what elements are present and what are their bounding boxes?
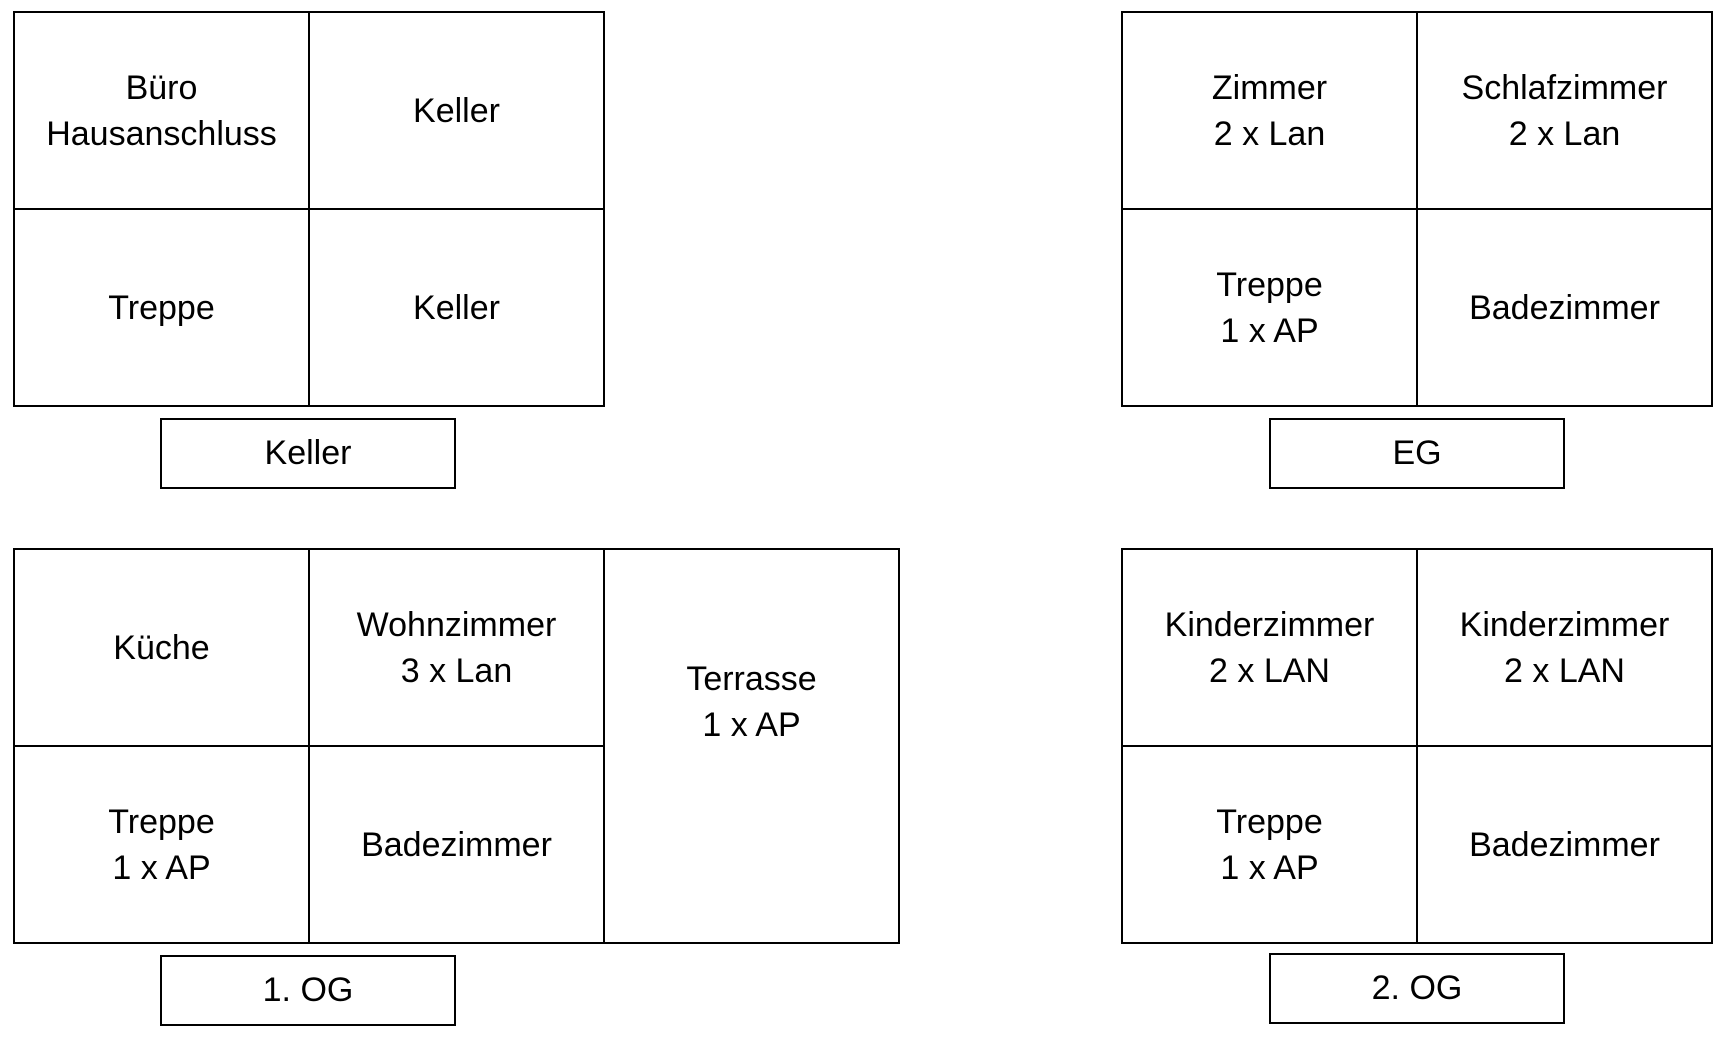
room-name: Schlafzimmer (1461, 68, 1668, 107)
room-detail: 2 x Lan (1508, 114, 1621, 153)
og1-room-kueche: Küche (13, 548, 310, 747)
room-name: Badezimmer (1469, 825, 1660, 864)
og1-room-wohnzimmer: Wohnzimmer 3 x Lan (308, 548, 605, 747)
room-detail: 2 x LAN (1504, 651, 1625, 690)
eg-room-treppe: Treppe 1 x AP (1121, 208, 1418, 407)
floor-label-text: 1. OG (262, 971, 354, 1009)
keller-room-buero-hausanschluss: Büro Hausanschluss (13, 11, 310, 210)
room-name: Treppe (1216, 265, 1323, 304)
floor-label-og1: 1. OG (160, 955, 456, 1026)
room-name: Küche (113, 628, 210, 667)
og2-room-treppe: Treppe 1 x AP (1121, 745, 1418, 944)
floor-label-eg: EG (1269, 418, 1565, 489)
room-name: Treppe (108, 288, 215, 327)
room-name: Kinderzimmer (1459, 605, 1670, 644)
eg-room-zimmer: Zimmer 2 x Lan (1121, 11, 1418, 210)
keller-room-keller-1: Keller (308, 11, 605, 210)
room-name: Badezimmer (1469, 288, 1660, 327)
room-detail: 2 x Lan (1213, 114, 1326, 153)
og1-room-treppe: Treppe 1 x AP (13, 745, 310, 944)
floor-label-keller: Keller (160, 418, 456, 489)
og2-room-badezimmer: Badezimmer (1416, 745, 1713, 944)
eg-room-schlafzimmer: Schlafzimmer 2 x Lan (1416, 11, 1713, 210)
floor-label-og2: 2. OG (1269, 953, 1565, 1024)
room-name: Kinderzimmer (1164, 605, 1375, 644)
room-name: Terrasse (686, 660, 817, 698)
room-detail: 1 x AP (112, 848, 211, 887)
room-detail: 1 x AP (1220, 311, 1319, 350)
room-name: Keller (413, 288, 500, 327)
og1-room-badezimmer: Badezimmer (308, 745, 605, 944)
keller-room-keller-2: Keller (308, 208, 605, 407)
floor-label-text: 2. OG (1371, 969, 1463, 1007)
og2-room-kinderzimmer-1: Kinderzimmer 2 x LAN (1121, 548, 1418, 747)
og2-room-kinderzimmer-2: Kinderzimmer 2 x LAN (1416, 548, 1713, 747)
room-name: Badezimmer (361, 825, 552, 864)
room-name: Keller (413, 91, 500, 130)
floor-label-text: EG (1392, 434, 1442, 472)
eg-room-badezimmer: Badezimmer (1416, 208, 1713, 407)
room-detail: 2 x LAN (1209, 651, 1330, 690)
og1-room-terrasse: Terrasse 1 x AP (603, 548, 900, 944)
room-name: Treppe (108, 802, 215, 841)
room-name: Zimmer (1211, 68, 1328, 107)
room-name: Wohnzimmer (356, 605, 557, 644)
room-detail: 1 x AP (1220, 848, 1319, 887)
floor-label-text: Keller (264, 434, 352, 472)
room-detail: Hausanschluss (46, 114, 277, 153)
room-detail: 1 x AP (702, 706, 801, 744)
room-detail: 3 x Lan (400, 651, 513, 690)
room-name: Treppe (1216, 802, 1323, 841)
keller-room-treppe: Treppe (13, 208, 310, 407)
room-name: Büro (125, 68, 198, 107)
